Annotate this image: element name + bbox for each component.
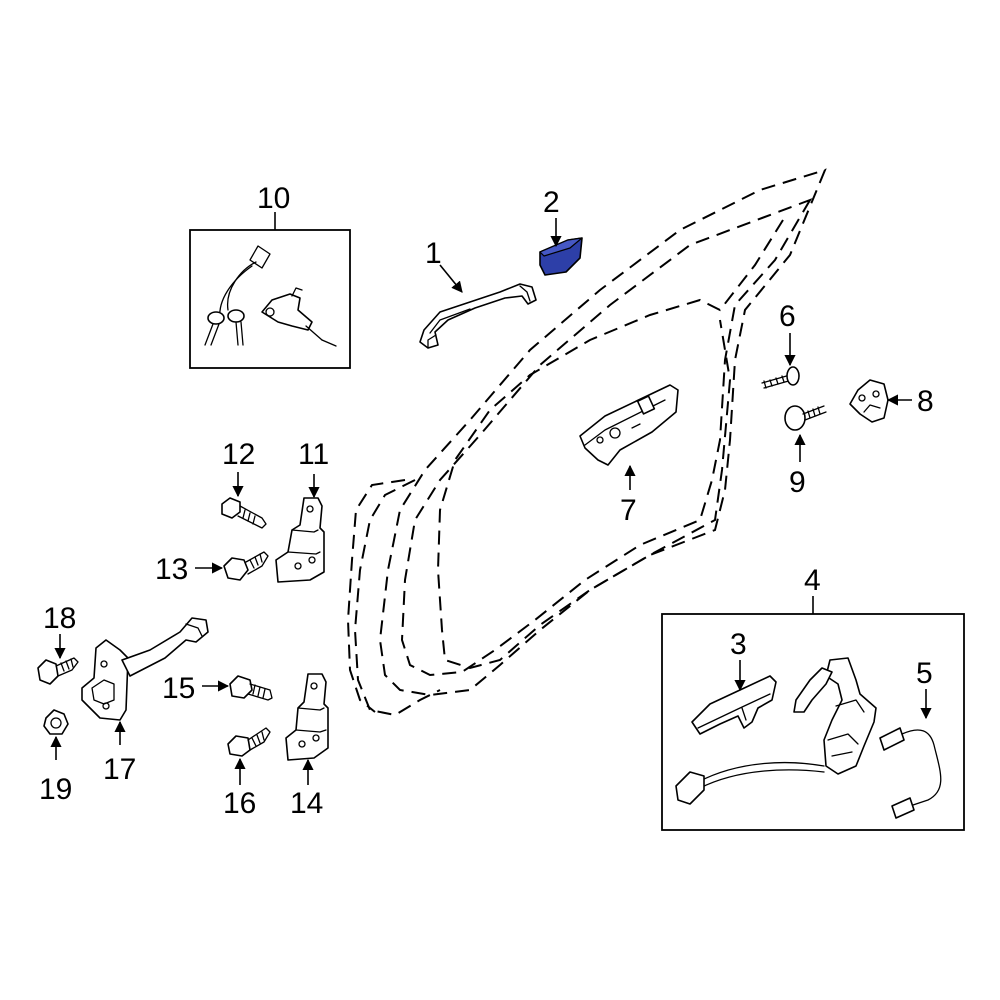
callout-17: 17 [103,753,136,786]
callout-15: 15 [162,672,195,705]
outer-door-handle [419,283,537,349]
callout-19: 19 [39,773,72,806]
hinge-bolt-12 [221,497,267,529]
callout-5: 5 [916,657,933,690]
callout-2: 2 [543,186,560,219]
callout-8: 8 [917,385,934,418]
hinge-bolt-13 [223,551,269,581]
door-striker [849,379,889,423]
hinge-bolt-15 [229,675,273,701]
check-bolt-18 [37,657,79,685]
door-check-link [81,617,209,721]
callout-10: 10 [257,182,290,215]
inside-handle-bracket [579,384,679,466]
callout-16: 16 [223,787,256,820]
kit-box-4 [661,613,965,831]
upper-hinge [275,497,325,583]
check-nut-19 [43,709,69,735]
callout-4: 4 [804,564,821,597]
callout-13: 13 [155,553,188,586]
striker-bolt-9 [784,405,827,431]
kit-box-10 [189,229,351,369]
callout-9: 9 [789,466,806,499]
callout-1: 1 [425,237,442,270]
striker-bolt-6 [761,366,800,389]
handle-cover-highlighted [539,237,583,276]
door-shell-outline [346,168,827,717]
callout-18: 18 [43,602,76,635]
callout-7: 7 [620,494,637,527]
callout-3: 3 [730,628,747,661]
hinge-bolt-16 [227,727,271,757]
callout-12: 12 [222,438,255,471]
callout-14: 14 [290,787,323,820]
callout-6: 6 [779,300,796,333]
lower-hinge [285,673,329,761]
callout-11: 11 [298,438,329,471]
